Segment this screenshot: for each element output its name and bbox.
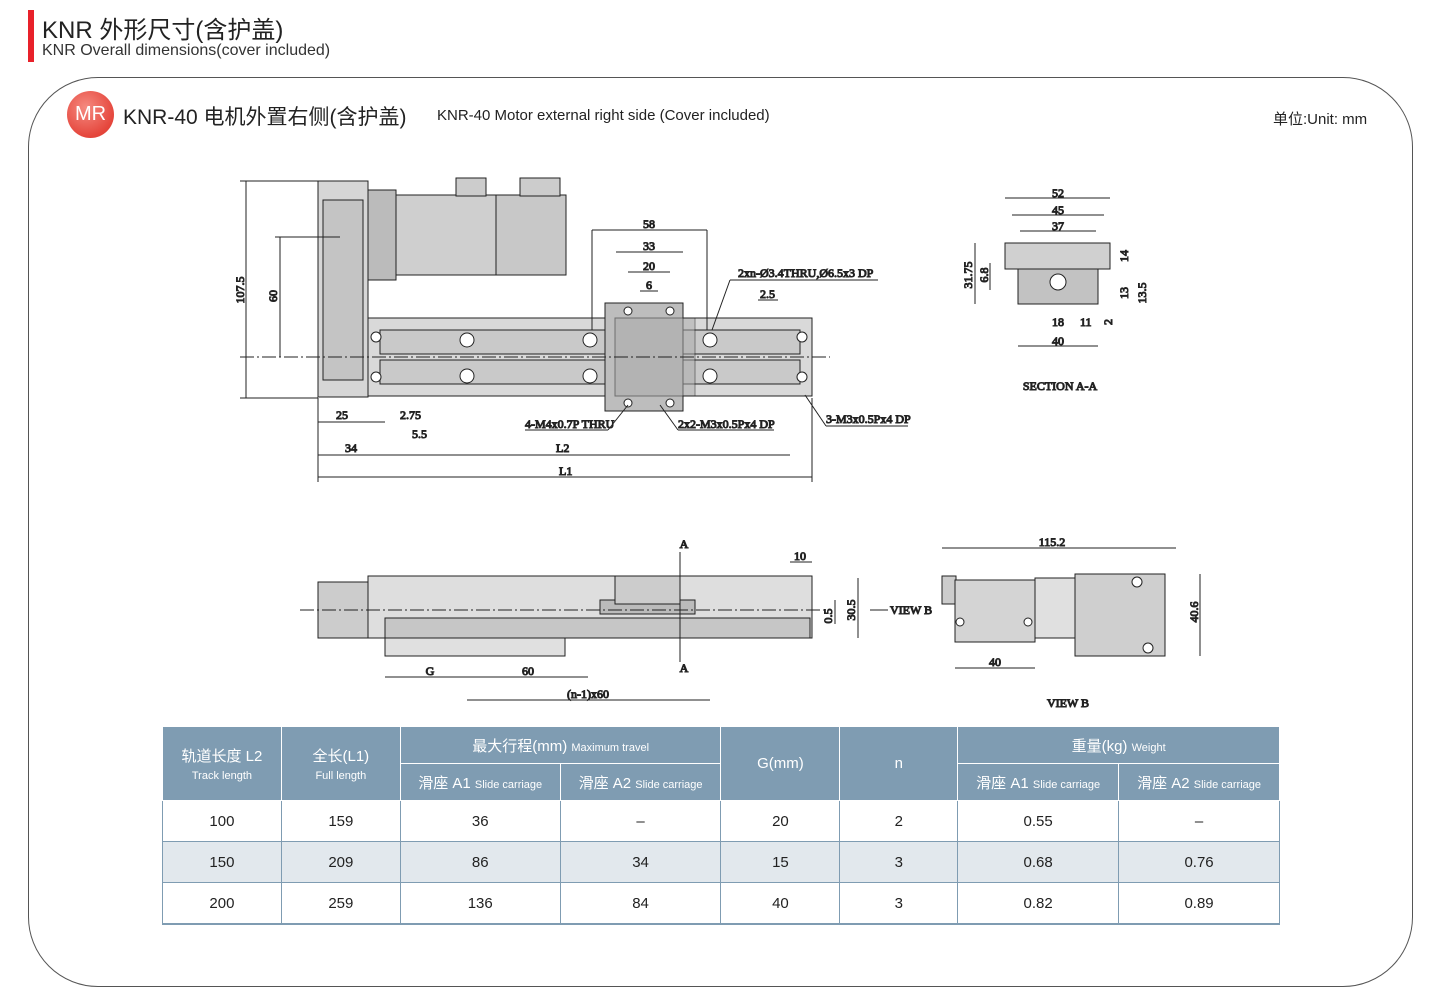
header-accent-bar bbox=[28, 10, 34, 62]
dim-6: 6 bbox=[646, 278, 652, 292]
dim-60: 60 bbox=[266, 290, 280, 302]
col-n: n bbox=[839, 726, 959, 801]
table-cell: 86 bbox=[399, 841, 561, 883]
table-cell: 0.82 bbox=[957, 882, 1120, 925]
col-travel-a1: 滑座 A1 Slide carriage bbox=[399, 763, 561, 801]
dim-n-pitch: (n-1)x60 bbox=[567, 687, 609, 701]
table-cell: 200 bbox=[162, 882, 282, 925]
m3-callout-a: 2x2-M3x0.5Px4 DP bbox=[678, 417, 775, 431]
dim-107-5: 107.5 bbox=[233, 277, 247, 304]
dim-l2: L2 bbox=[556, 441, 569, 455]
dim-2-75: 2.75 bbox=[400, 408, 421, 422]
col-travel-a2: 滑座 A2 Slide carriage bbox=[559, 763, 722, 801]
view-b-label: VIEW B bbox=[1047, 696, 1089, 710]
section-mark-a-bottom: A bbox=[680, 661, 689, 675]
view-b-arrow-label: VIEW B bbox=[890, 603, 932, 617]
dim-115-2: 115.2 bbox=[1039, 535, 1066, 549]
table-cell: 136 bbox=[399, 882, 561, 925]
table-cell: – bbox=[1118, 800, 1280, 842]
table-cell: 209 bbox=[280, 841, 401, 883]
dim-0-5: 0.5 bbox=[821, 609, 835, 624]
table-cell: 40 bbox=[720, 882, 841, 925]
dim-40-6: 40.6 bbox=[1187, 602, 1201, 623]
dim-37: 37 bbox=[1052, 219, 1064, 233]
dim-45: 45 bbox=[1052, 203, 1064, 217]
dim-25: 25 bbox=[336, 408, 348, 422]
dim-30-5: 30.5 bbox=[844, 600, 858, 621]
dim-5-5: 5.5 bbox=[412, 427, 427, 441]
dim-33: 33 bbox=[643, 239, 655, 253]
table-cell: 0.76 bbox=[1118, 841, 1280, 883]
dim-18: 18 bbox=[1052, 315, 1064, 329]
drawing-panel bbox=[28, 77, 1413, 987]
unit-label: 单位:Unit: mm bbox=[1273, 111, 1368, 128]
dim-13: 13 bbox=[1117, 287, 1131, 299]
dim-2: 2 bbox=[1101, 319, 1115, 325]
dim-l1: L1 bbox=[559, 464, 572, 478]
table-cell: 259 bbox=[280, 882, 401, 925]
panel-title-en: KNR-40 Motor external right side (Cover … bbox=[437, 107, 770, 124]
col-full-length: 全长(L1)Full length bbox=[280, 726, 401, 801]
m3-callout-b: 3-M3x0.5Px4 DP bbox=[826, 412, 911, 426]
dim-14: 14 bbox=[1117, 250, 1131, 262]
dim-40-b: 40 bbox=[989, 655, 1001, 669]
table-cell: 150 bbox=[162, 841, 282, 883]
dim-13-5: 13.5 bbox=[1135, 283, 1149, 304]
table-cell: – bbox=[559, 800, 722, 842]
table-cell: 159 bbox=[280, 800, 401, 842]
dim-20: 20 bbox=[643, 259, 655, 273]
page-subtitle: KNR Overall dimensions(cover included) bbox=[42, 42, 331, 59]
dim-11: 11 bbox=[1080, 315, 1092, 329]
dim-g: G bbox=[426, 664, 435, 678]
section-a-a: 52 45 37 31.75 6.8 14 13 13.5 2 18 11 40… bbox=[961, 186, 1150, 394]
col-g: G(mm) bbox=[720, 726, 841, 801]
col-weight: 重量(kg) Weight bbox=[957, 726, 1280, 764]
table-cell: 36 bbox=[399, 800, 561, 842]
mr-badge: MR bbox=[67, 91, 114, 138]
table-cell: 0.55 bbox=[957, 800, 1120, 842]
top-view: 107.5 60 58 33 20 6 2xn-Ø3.4THRU,Ø6.5x3 … bbox=[233, 177, 912, 482]
table-cell: 3 bbox=[839, 882, 959, 925]
table-cell: 0.68 bbox=[957, 841, 1120, 883]
dim-60-pitch: 60 bbox=[522, 664, 534, 678]
side-view: A A 10 0.5 30.5 VIEW B G 60 (n-1)x60 bbox=[300, 537, 933, 702]
dim-10: 10 bbox=[794, 549, 806, 563]
table-cell: 2 bbox=[839, 800, 959, 842]
table-cell: 100 bbox=[162, 800, 282, 842]
view-b: 115.2 40.6 40 VIEW B bbox=[941, 535, 1202, 711]
table-cell: 0.89 bbox=[1118, 882, 1280, 925]
col-weight-a2: 滑座 A2 Slide carriage bbox=[1118, 763, 1280, 801]
dim-2-5: 2.5 bbox=[760, 287, 775, 301]
dim-31-75: 31.75 bbox=[961, 262, 975, 289]
col-max-travel: 最大行程(mm) Maximum travel bbox=[399, 726, 722, 764]
table-cell: 20 bbox=[720, 800, 841, 842]
dim-34: 34 bbox=[345, 441, 357, 455]
section-mark-a-top: A bbox=[680, 537, 689, 551]
table-cell: 3 bbox=[839, 841, 959, 883]
hole-callout: 2xn-Ø3.4THRU,Ø6.5x3 DP bbox=[738, 266, 874, 280]
panel-title: KNR-40 电机外置右侧(含护盖) bbox=[123, 106, 407, 129]
dim-6-8: 6.8 bbox=[977, 268, 991, 283]
dim-58: 58 bbox=[643, 217, 655, 231]
table-cell: 15 bbox=[720, 841, 841, 883]
page-title: KNR 外形尺寸(含护盖) bbox=[42, 17, 284, 44]
m4-callout: 4-M4x0.7P THRU bbox=[525, 417, 615, 431]
section-label: SECTION A-A bbox=[1023, 379, 1098, 393]
table-cell: 34 bbox=[559, 841, 722, 883]
dim-40: 40 bbox=[1052, 334, 1064, 348]
table-cell: 84 bbox=[559, 882, 722, 925]
col-weight-a1: 滑座 A1 Slide carriage bbox=[957, 763, 1120, 801]
dim-52: 52 bbox=[1052, 186, 1064, 200]
